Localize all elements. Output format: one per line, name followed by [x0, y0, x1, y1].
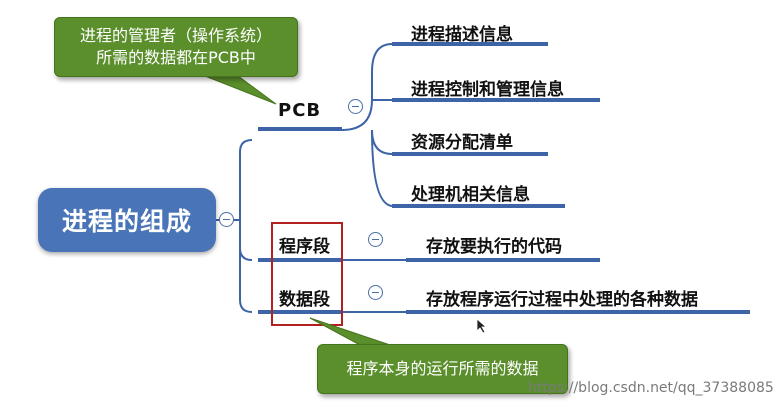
branch-data-segment[interactable]: 数据段 [279, 290, 330, 310]
mouse-cursor-icon [476, 318, 488, 334]
pcb-callout: 进程的管理者（操作系统） 所需的数据都在PCB中 [54, 17, 298, 77]
pcb-callout-line2: 所需的数据都在PCB中 [96, 48, 256, 67]
leaf-process-control[interactable]: 进程控制和管理信息 [411, 80, 564, 100]
highlight-box [271, 222, 343, 326]
root-title: 进程的组成 [61, 207, 192, 236]
program-collapse-icon[interactable] [368, 232, 383, 247]
pcb-spine [341, 43, 393, 207]
root-collapse-icon[interactable] [219, 212, 234, 227]
branch-program-segment[interactable]: 程序段 [279, 237, 330, 257]
bottom-callout-tail [309, 317, 391, 346]
branch-pcb[interactable]: PCB [278, 100, 322, 121]
pcb-collapse-icon[interactable] [348, 99, 363, 114]
spine-to-program [239, 247, 253, 261]
leaf-resource-list[interactable]: 资源分配清单 [411, 133, 513, 153]
leaf-process-description[interactable]: 进程描述信息 [411, 25, 513, 45]
pcb-callout-line1: 进程的管理者（操作系统） [79, 26, 272, 45]
root-node[interactable]: 进程的组成 [38, 188, 216, 252]
top-callout-tail [204, 75, 277, 105]
leaf-processor-info[interactable]: 处理机相关信息 [411, 185, 530, 205]
leaf-data-storage[interactable]: 存放程序运行过程中处理的各种数据 [426, 290, 698, 310]
root-spine [239, 139, 253, 313]
watermark: https://blog.csdn.net/qq_37388085 [528, 380, 774, 396]
segments-callout: 程序本身的运行所需的数据 [317, 344, 568, 394]
segments-callout-text: 程序本身的运行所需的数据 [346, 359, 539, 378]
leaf-code-storage[interactable]: 存放要执行的代码 [426, 237, 562, 257]
data-collapse-icon[interactable] [368, 285, 383, 300]
